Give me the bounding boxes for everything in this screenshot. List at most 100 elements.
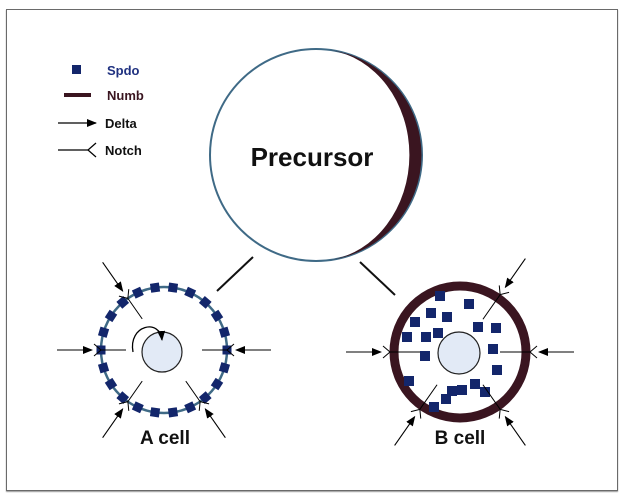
connector-precursor-to-b: [359, 261, 396, 296]
notch-fork-icon: [118, 295, 128, 299]
delta-notch-signal: [500, 345, 574, 359]
delta-arrow-icon: [102, 262, 124, 292]
notch-receptor-line: [419, 384, 438, 410]
notch-fork-icon: [118, 401, 128, 405]
notch-fork-icon: [127, 289, 130, 299]
delta-notch-signal: [202, 343, 271, 357]
b-cell-nucleus: [437, 331, 481, 375]
spdo-square: [491, 323, 501, 333]
spdo-square: [470, 379, 480, 389]
spdo-square: [442, 312, 452, 322]
legend: Spdo Numb Delta Notch: [58, 63, 144, 158]
spdo-square: [210, 377, 224, 391]
legend-numb-label: Numb: [107, 88, 144, 103]
notch-fork-icon: [410, 408, 420, 413]
spdo-square: [167, 407, 179, 418]
notch-fork-icon: [498, 409, 501, 419]
spdo-square: [167, 282, 179, 293]
spdo-square: [447, 386, 457, 396]
delta-arrow-icon: [204, 408, 226, 438]
notch-fork-icon: [498, 285, 501, 295]
delta-notch-signal: [482, 384, 526, 446]
precursor-membrane: [209, 48, 423, 262]
spdo-square: [184, 401, 197, 414]
notch-fork-icon: [93, 343, 102, 351]
spdo-square: [218, 326, 231, 338]
spdo-square: [435, 291, 445, 301]
spdo-square: [97, 362, 110, 374]
spdo-square: [131, 401, 144, 414]
notch-receptor-line: [482, 384, 501, 410]
spdo-square: [97, 326, 110, 338]
spdo-square: [149, 407, 161, 418]
spdo-square: [218, 362, 231, 374]
legend-delta-label: Delta: [105, 116, 138, 131]
delta-arrow-icon: [504, 258, 526, 289]
spdo-square: [184, 286, 197, 299]
notch-receptor-line: [482, 294, 501, 320]
spdo-square: [429, 402, 439, 412]
delta-notch-signal: [346, 345, 420, 359]
a-cell-signaling: [57, 262, 271, 438]
spdo-square: [104, 309, 118, 323]
b-cell-label: B cell: [435, 428, 486, 449]
spdo-square: [492, 365, 502, 375]
notch-fork-icon: [382, 351, 391, 359]
spdo-square: [433, 328, 443, 338]
notch-receptor-line: [185, 380, 201, 402]
a-cell-label: A cell: [140, 428, 190, 449]
notch-fork-icon: [226, 343, 235, 351]
b-cell-spdo-cytoplasmic: [402, 291, 502, 412]
legend-spdo-symbol: [72, 65, 81, 74]
spdo-square: [464, 299, 474, 309]
spdo-square: [488, 344, 498, 354]
notch-fork-icon: [529, 345, 538, 353]
spdo-square: [473, 322, 483, 332]
delta-notch-signal: [102, 262, 143, 320]
notch-fork-icon: [419, 409, 422, 419]
notch-fork-icon: [200, 401, 210, 405]
spdo-square: [410, 317, 420, 327]
delta-notch-signal: [394, 384, 438, 446]
spdo-square: [210, 309, 224, 323]
notch-fork-icon: [198, 401, 201, 411]
spdo-square: [402, 332, 412, 342]
connector-precursor-to-a: [216, 256, 254, 292]
spdo-square: [116, 296, 130, 309]
spdo-square: [421, 332, 431, 342]
spdo-square: [426, 308, 436, 318]
notch-receptor-line: [127, 380, 143, 402]
b-cell: B cell: [346, 258, 574, 449]
legend-notch-label: Notch: [105, 143, 142, 158]
delta-arrow-icon: [102, 408, 124, 438]
notch-fork-icon: [529, 351, 538, 359]
notch-fork-icon: [500, 408, 510, 413]
spdo-square: [441, 394, 451, 404]
notch-fork-icon: [500, 291, 510, 296]
delta-arrow-icon: [504, 415, 526, 446]
legend-spdo-label: Spdo: [107, 63, 140, 78]
notch-fork-icon: [127, 401, 130, 411]
delta-arrow-icon: [394, 415, 416, 446]
spdo-square: [480, 387, 490, 397]
a-cell: A cell: [57, 262, 271, 449]
spdo-square: [131, 286, 144, 299]
legend-notch-receptor-icon: [58, 142, 97, 158]
spdo-square: [457, 385, 467, 395]
delta-notch-signal: [57, 343, 126, 357]
precursor-label: Precursor: [251, 142, 374, 172]
notch-receptor-line: [127, 298, 143, 320]
precursor-cell: Precursor: [209, 48, 423, 262]
a-cell-endocytosis-arrow-icon: [131, 326, 166, 353]
spdo-square: [198, 391, 212, 404]
spdo-square: [104, 377, 118, 391]
spdo-square: [149, 282, 161, 293]
notch-fork-icon: [382, 345, 391, 353]
delta-notch-signal: [102, 380, 143, 438]
delta-notch-signal: [185, 380, 226, 438]
spdo-square: [420, 351, 430, 361]
spdo-square: [116, 391, 130, 404]
precursor-numb-crescent: [330, 50, 422, 260]
b-cell-signaling: [346, 258, 574, 446]
